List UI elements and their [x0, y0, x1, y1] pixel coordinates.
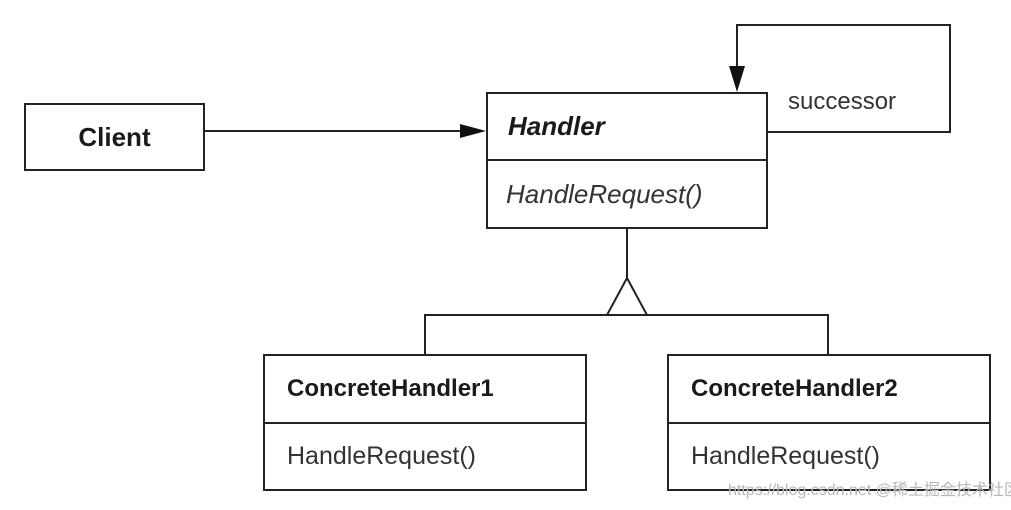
concrete-handler-1-operation: HandleRequest()	[287, 442, 476, 470]
handler-class-name: Handler	[488, 94, 766, 161]
successor-label: successor	[788, 88, 897, 115]
client-handler-arrowhead	[460, 124, 486, 138]
handler-operation: HandleRequest()	[506, 178, 703, 209]
concrete-handler-1-box: ConcreteHandler1 HandleRequest()	[263, 354, 587, 491]
generalization-branches	[424, 314, 829, 354]
watermark: https://blog.csdn.net @稀土掘金技术社区	[728, 482, 1011, 499]
successor-arrowhead	[729, 66, 745, 92]
concrete-handler-2-name: ConcreteHandler2	[669, 356, 989, 424]
client-class-name: Client	[78, 121, 151, 152]
successor-association-line	[736, 24, 951, 133]
handler-class-box: Handler HandleRequest()	[486, 92, 768, 229]
generalization-triangle	[605, 275, 649, 316]
concrete-handler-2-operation: HandleRequest()	[691, 442, 880, 470]
concrete-handler-2-box: ConcreteHandler2 HandleRequest()	[667, 354, 991, 491]
client-class-box: Client	[24, 103, 205, 171]
concrete-handler-1-name: ConcreteHandler1	[265, 356, 585, 424]
